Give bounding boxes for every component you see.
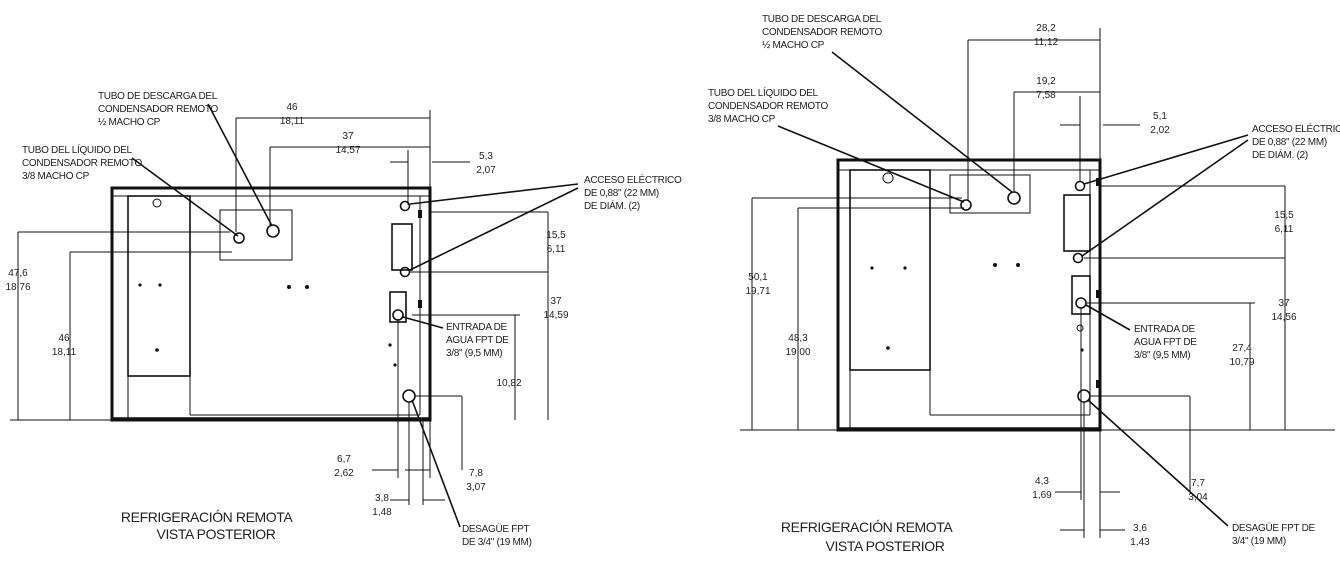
left-callout-liquid: TUBO DEL LÍQUIDO DEL CONDENSADOR REMOTO … <box>22 143 144 182</box>
right-dim-15-5-in: 6,11 <box>1275 224 1294 235</box>
right-dim-37-cm: 37 <box>1278 298 1290 309</box>
left-electric-box <box>391 223 413 271</box>
left-dim-37r-cm: 37 <box>550 296 562 307</box>
right-dim-48-3-cm: 48,3 <box>788 333 808 344</box>
right-dim-48-3-in: 19,00 <box>785 347 810 358</box>
right-dim-27-4-cm: 27,4 <box>1232 343 1252 354</box>
left-dim-7-8-cm: 7,8 <box>469 468 483 479</box>
left-dim-5-3-in: 2,07 <box>476 165 496 176</box>
left-rear-view: 46 18,11 37 14,57 5,3 2,07 15,5 6,11 37 … <box>5 91 684 548</box>
right-dim-5-1-in: 2,02 <box>1150 125 1170 136</box>
right-dim-28-2-in: 11,12 <box>1034 37 1059 48</box>
left-callout-discharge: TUBO DE DESCARGA DEL CONDENSADOR REMOTO … <box>98 91 220 128</box>
left-dim-5-3-cm: 5,3 <box>479 151 493 162</box>
right-callout-liquid: TUBO DEL LÍQUIDO DEL CONDENSADOR REMOTO … <box>708 86 830 125</box>
right-compressor-panel <box>849 169 931 371</box>
left-dim-47-6-in: 18,76 <box>5 282 30 293</box>
left-dim-37-in: 14,57 <box>335 145 360 156</box>
right-caption: REFRIGERACIÓN REMOTA VISTA POSTERIOR <box>781 519 955 554</box>
right-callout-water: ENTRADA DE AGUA FPT DE 3/8" (9,5 MM) <box>1134 324 1199 361</box>
left-caption: REFRIGERACIÓN REMOTA VISTA POSTERIOR <box>121 509 295 542</box>
right-dim-50-1-in: 19,71 <box>745 286 770 297</box>
right-dim-27-4-in: 10,79 <box>1229 357 1254 368</box>
left-cabinet-outline <box>110 186 432 422</box>
left-callout-electric: ACCESO ELÉCTRICO DE 0,88" (22 MM) DE DIÁ… <box>584 173 684 212</box>
right-discharge-tube-fitting <box>1007 191 1021 205</box>
left-dim-37r-in: 14,59 <box>543 310 568 321</box>
right-water-inlet <box>1075 297 1087 309</box>
left-dim-46v-in: 18,11 <box>52 347 77 358</box>
right-dim-15-5-cm: 15,5 <box>1274 210 1294 221</box>
right-callout-electric: ACCESO ELÉCTRICO DE 0,88" (22 MM) DE DIÁ… <box>1252 122 1340 161</box>
left-drain <box>402 389 416 403</box>
left-refrigerant-plate <box>219 209 293 261</box>
left-dim-7-8-in: 3,07 <box>466 482 486 493</box>
left-electric-access-top <box>399 200 411 212</box>
right-electric-access-bottom <box>1072 252 1084 264</box>
left-dim-46-in: 18,11 <box>280 116 305 127</box>
left-dim-15-5-in: 6,11 <box>547 244 566 255</box>
right-dim-7-7-cm: 7,7 <box>1191 478 1205 489</box>
left-dim-37-cm: 37 <box>342 131 354 142</box>
left-dim-47-6-cm: 47,6 <box>8 268 28 279</box>
right-dim-28-2-cm: 28,2 <box>1036 23 1056 34</box>
right-dim-4-3-in: 1,69 <box>1032 490 1052 501</box>
right-dim-19-2-in: 7,58 <box>1036 90 1056 101</box>
left-dim-6-7-in: 2,62 <box>334 468 354 479</box>
left-dim-6-7-cm: 6,7 <box>337 454 351 465</box>
right-callout-discharge: TUBO DE DESCARGA DEL CONDENSADOR REMOTO … <box>762 14 884 51</box>
right-dim-4-3-cm: 4,3 <box>1035 476 1049 487</box>
right-dim-7-7-in: 3,04 <box>1188 492 1208 503</box>
right-electric-box <box>1063 194 1091 252</box>
right-dim-37-in: 14,56 <box>1271 312 1296 323</box>
left-dim-46v-cm: 46 <box>58 333 70 344</box>
left-water-inlet <box>392 309 404 321</box>
right-liquid-tube-fitting <box>960 199 972 211</box>
left-discharge-tube-fitting <box>266 224 280 238</box>
left-electric-access-bottom <box>399 266 411 278</box>
right-dim-3-6-in: 1,43 <box>1130 537 1150 548</box>
right-electric-access-top <box>1074 180 1086 192</box>
left-liquid-tube-fitting <box>233 232 245 244</box>
left-dim-46-cm: 46 <box>286 102 298 113</box>
right-dim-19-2-cm: 19,2 <box>1036 76 1056 87</box>
left-dim-3-8-in: 1,48 <box>372 507 392 518</box>
left-dim-10-82: 10,82 <box>496 378 521 389</box>
left-dim-3-8-cm: 3,8 <box>375 493 389 504</box>
left-callout-drain: DESAGÜE FPT DE 3/4" (19 MM) <box>462 523 532 548</box>
right-dim-50-1-cm: 50,1 <box>748 272 768 283</box>
right-rear-view: 28,2 11,12 19,2 7,58 5,1 2,02 15,5 6,11 … <box>708 14 1340 554</box>
left-dim-15-5-cm: 15,5 <box>546 230 566 241</box>
right-dim-3-6-cm: 3,6 <box>1133 523 1147 534</box>
right-dim-5-1-cm: 5,1 <box>1153 111 1167 122</box>
left-callout-water: ENTRADA DE AGUA FPT DE 3/8" (9,5 MM) <box>446 322 511 359</box>
right-callout-drain: DESAGÜE FPT DE 3/4" (19 MM) <box>1232 522 1317 547</box>
